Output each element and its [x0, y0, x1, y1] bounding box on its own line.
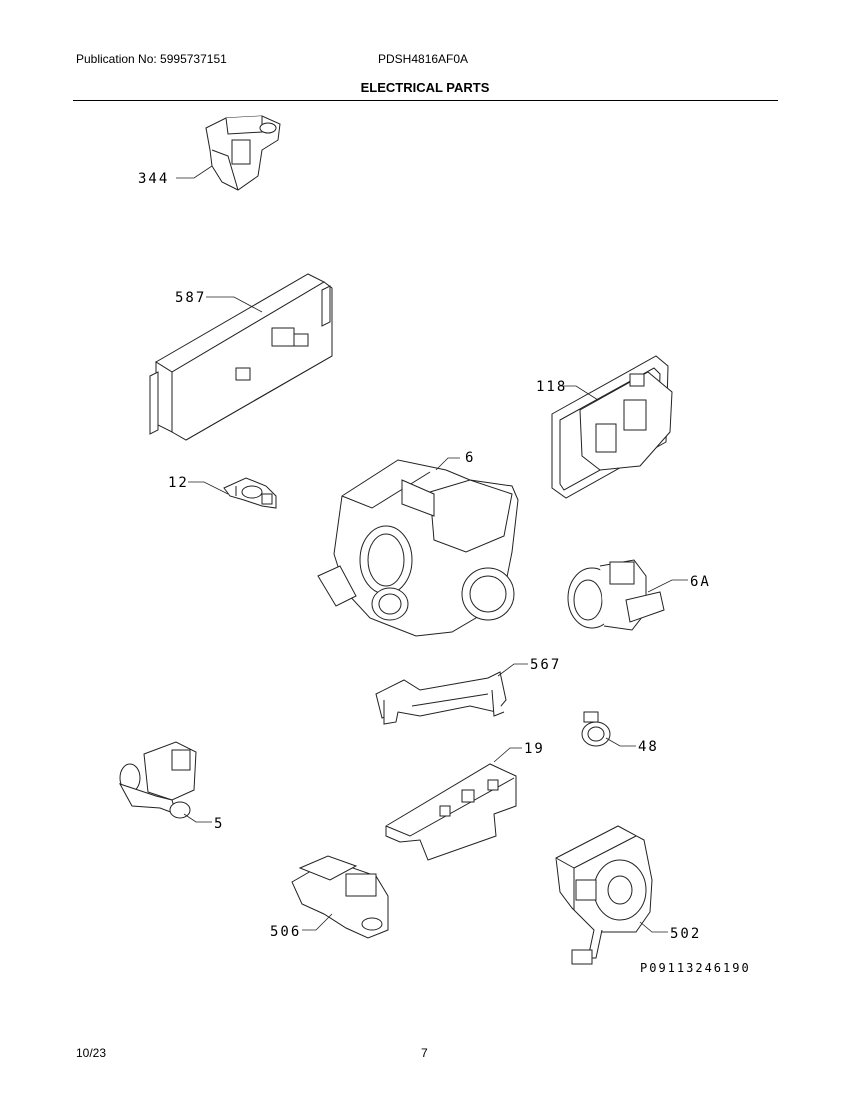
leader-19 — [493, 747, 522, 763]
leader-6 — [435, 457, 460, 471]
model-number: PDSH4816AF0A — [378, 52, 469, 66]
callout-506: 506 — [270, 924, 301, 940]
callout-567: 567 — [530, 657, 561, 673]
part-12-illustration — [223, 477, 277, 509]
callout-48: 48 — [638, 739, 659, 755]
callout-19: 19 — [524, 741, 545, 757]
leader-12 — [188, 481, 229, 495]
part-502-illustration — [555, 825, 653, 965]
publication-number: Publication No: 5995737151 — [76, 52, 227, 66]
part-6-illustration — [317, 459, 519, 637]
callout-6: 6 — [465, 450, 475, 466]
part-48-illustration — [581, 711, 611, 747]
callout-502: 502 — [670, 926, 701, 942]
callout-587: 587 — [175, 290, 206, 306]
part-118-illustration — [551, 355, 673, 499]
leader-48 — [605, 737, 636, 747]
part-587-illustration — [149, 273, 333, 441]
callout-12: 12 — [168, 475, 189, 491]
part-567-illustration — [375, 671, 507, 725]
leader-344 — [176, 165, 213, 179]
callout-118: 118 — [536, 379, 567, 395]
leader-587 — [206, 296, 263, 313]
leader-6a — [647, 579, 688, 593]
leader-5 — [183, 813, 212, 823]
callout-5: 5 — [214, 816, 224, 832]
page-number: 7 — [421, 1046, 428, 1060]
callout-344: 344 — [138, 171, 169, 187]
header-rule — [73, 100, 778, 101]
footer-date: 10/23 — [76, 1046, 107, 1060]
part-506-illustration — [291, 855, 389, 939]
callout-6a: 6A — [690, 574, 711, 590]
leader-118 — [560, 385, 599, 401]
diagram-code: P09113246190 — [640, 961, 751, 975]
leader-506 — [302, 913, 333, 931]
part-6a-illustration — [567, 559, 665, 631]
page-title: ELECTRICAL PARTS — [360, 80, 490, 95]
leader-567 — [497, 663, 528, 677]
part-5-illustration — [118, 741, 197, 819]
leader-502 — [639, 921, 668, 933]
part-19-illustration — [385, 763, 517, 861]
part-344-illustration — [205, 115, 281, 191]
